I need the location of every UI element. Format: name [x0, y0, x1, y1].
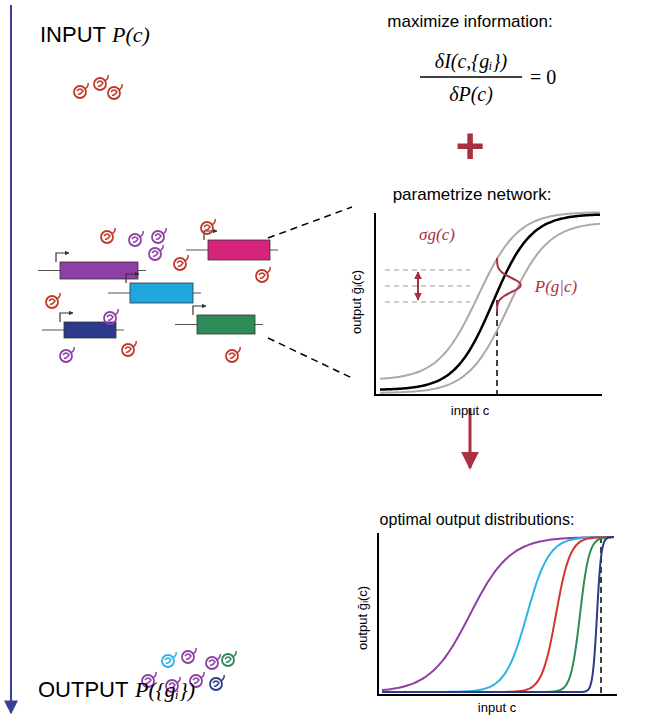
axis-label: input c [478, 701, 516, 715]
distribution-curve [497, 258, 521, 312]
plus-sign: + [455, 119, 484, 174]
formula-text: δI(c,{gᵢ}) [435, 50, 507, 72]
optimal-curve [382, 537, 614, 692]
optimal-curve [382, 537, 614, 692]
optimal-curve [382, 537, 614, 692]
stage-label: OUTPUT [38, 678, 128, 702]
molecule-icon [182, 648, 196, 663]
optimal-curve [382, 537, 614, 692]
molecule-icon [226, 347, 240, 362]
distribution-label: P(g|c) [535, 278, 577, 297]
molecule-icon [162, 652, 176, 667]
sigma-arrow [417, 272, 419, 300]
molecule-icon [122, 341, 136, 356]
axis-label: output ḡᵢ(c) [350, 270, 364, 334]
molecule-icon [94, 75, 108, 90]
molecule-icon [60, 347, 74, 362]
formula-text: P(c) [112, 23, 150, 47]
zoom-line [268, 338, 352, 378]
gene [108, 274, 201, 303]
molecule-icon [129, 231, 143, 246]
step-heading: optimal output distributions: [380, 511, 575, 529]
stage-label: INPUT [40, 23, 106, 47]
molecule-icon [101, 228, 115, 243]
input-marker [496, 300, 498, 394]
axis-label: input c [451, 404, 489, 418]
sigma-label: σg(c) [419, 226, 455, 245]
formula-text: P({gᵢ}) [135, 678, 195, 702]
molecule-icon [256, 267, 270, 282]
gene [38, 253, 146, 279]
plot-axes [378, 533, 617, 695]
plot-axes [375, 213, 602, 395]
molecule-icon [74, 83, 88, 98]
axis-label: output ḡᵢ(c) [356, 586, 370, 650]
formula-text: δP(c) [449, 83, 493, 105]
noise-curve [380, 212, 600, 378]
gene [186, 231, 278, 260]
molecule-icon [222, 651, 236, 666]
flow-arrow [10, 5, 12, 713]
formula-text: = 0 [530, 66, 556, 88]
gene [42, 313, 124, 338]
zoom-line [268, 207, 352, 238]
level-lines [385, 270, 470, 302]
molecule-icon [174, 255, 188, 270]
fraction-bar [420, 76, 522, 78]
molecule-icon [149, 245, 163, 260]
mean-curve [380, 215, 600, 390]
molecule-icon [104, 309, 118, 324]
molecule-icon [210, 675, 224, 690]
molecule-icon [206, 654, 220, 669]
molecule-icon [152, 228, 166, 243]
molecule-icon [201, 219, 215, 234]
step-heading: parametrize network: [393, 186, 552, 205]
molecule-icon [108, 84, 122, 99]
gene [175, 306, 263, 334]
molecule-icon [46, 293, 60, 308]
step-heading: maximize information: [387, 13, 552, 32]
